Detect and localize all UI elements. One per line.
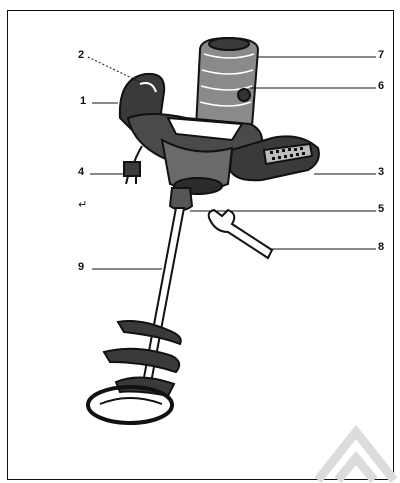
wrench	[207, 208, 274, 260]
callout-5: 5	[378, 203, 385, 215]
spiral-paddle	[86, 320, 182, 425]
rear-handle	[228, 135, 320, 182]
return-mark: ↵	[78, 199, 88, 211]
power-cord	[123, 145, 143, 185]
figure-frame	[7, 10, 394, 480]
watermark-logo	[314, 424, 398, 483]
spindle-chuck	[168, 187, 194, 211]
callout-1: 1	[80, 95, 87, 107]
callout-3: 3	[378, 166, 385, 178]
callout-8: 8	[378, 241, 385, 253]
callout-6: 6	[378, 80, 385, 92]
callout-9: 9	[78, 261, 85, 273]
callout-4: 4	[78, 166, 85, 178]
callout-2: 2	[78, 49, 85, 61]
callout-leaders	[87, 56, 376, 270]
callout-7: 7	[378, 49, 385, 61]
motor-housing	[194, 36, 260, 134]
